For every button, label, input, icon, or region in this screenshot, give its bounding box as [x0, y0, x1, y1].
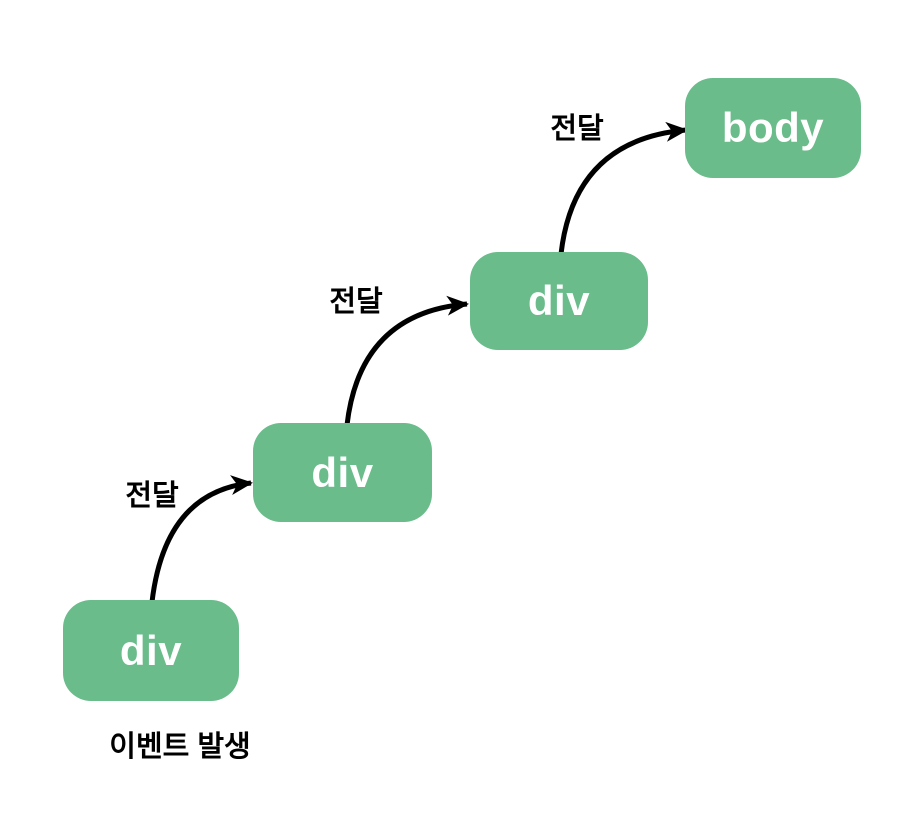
node-div-source: div	[63, 600, 239, 701]
bubbling-arrow-2	[344, 295, 469, 426]
edge-label-pass-2: 전달	[329, 286, 383, 318]
node-div-grandparent: div	[470, 252, 648, 350]
node-div-parent: div	[253, 423, 432, 522]
edge-label-pass-1: 전달	[125, 480, 179, 512]
bubbling-arrow-3	[558, 121, 688, 255]
bubbling-arrow-1	[149, 475, 253, 603]
edge-label-pass-3: 전달	[550, 113, 604, 145]
node-label: div	[311, 448, 374, 496]
node-label: div	[527, 277, 591, 324]
node-label: div	[119, 626, 183, 674]
event-origin-caption: 이벤트 발생	[109, 731, 251, 763]
node-label: body	[721, 104, 825, 151]
node-body: body	[685, 78, 861, 178]
